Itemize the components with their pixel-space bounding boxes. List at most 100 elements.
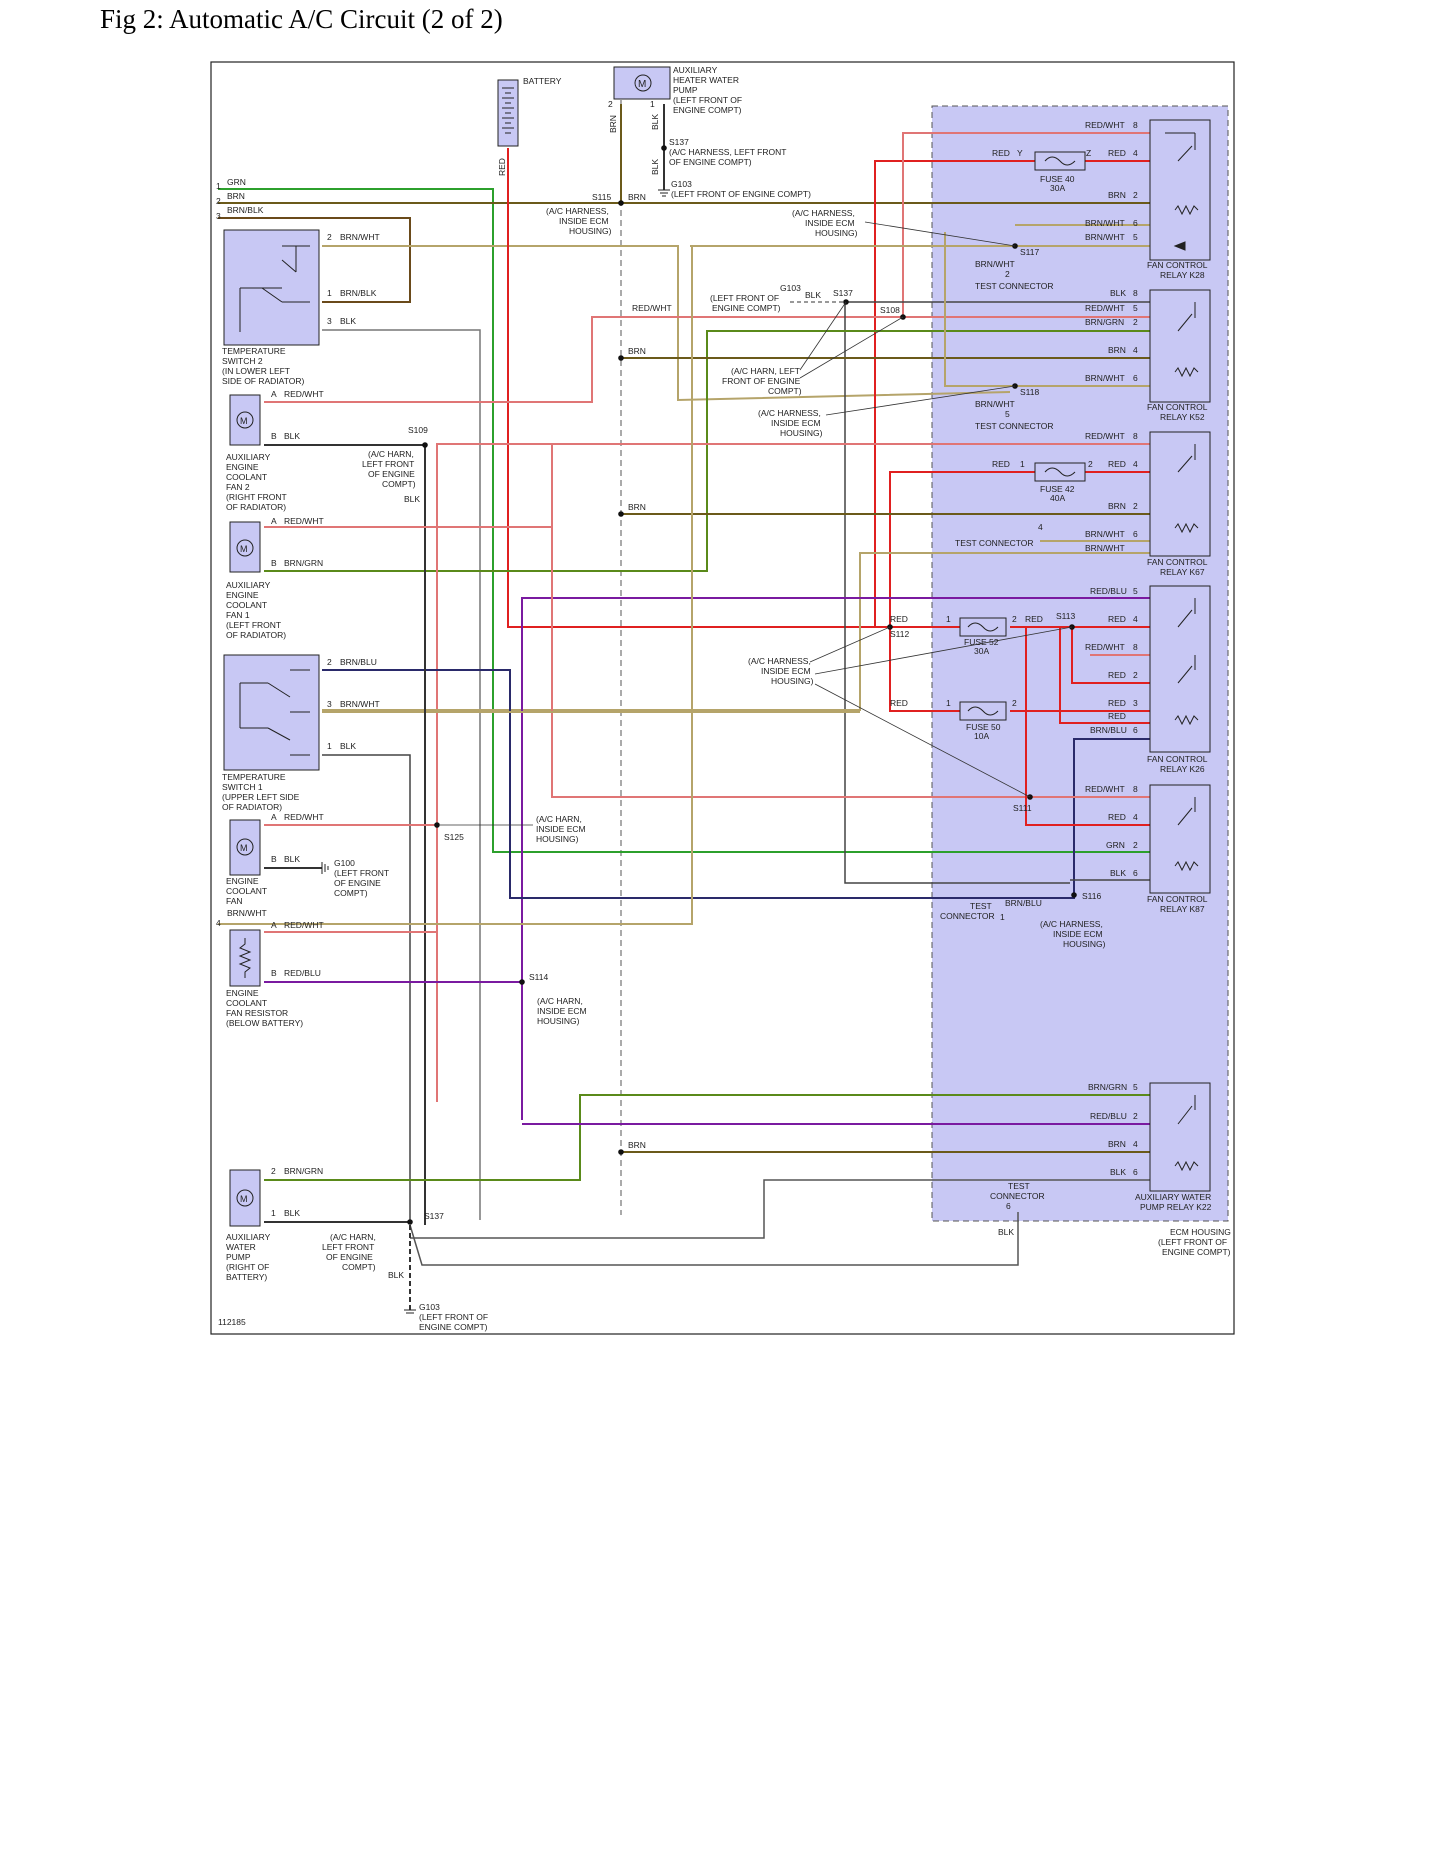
ts2-pin-1: 1 bbox=[327, 288, 332, 298]
fan1-label-2: COOLANT bbox=[226, 600, 267, 610]
tc2-label: TEST CONNECTOR bbox=[975, 281, 1054, 291]
splice-s116 bbox=[1071, 892, 1077, 898]
fan2-label-5: OF RADIATOR) bbox=[226, 502, 286, 512]
g103c-label-0: G103 bbox=[419, 1302, 440, 1312]
k26-row1-pin: 4 bbox=[1133, 614, 1138, 624]
wire-red-k26-2 bbox=[1071, 627, 1150, 684]
k28-label-1: RELAY K28 bbox=[1160, 270, 1205, 280]
aux-fan-2-motor-icon bbox=[236, 411, 254, 429]
battery-label: BATTERY bbox=[523, 76, 562, 86]
awp-wire-1: BLK bbox=[284, 1208, 300, 1218]
fuse-42-icon bbox=[1044, 467, 1076, 477]
k22-row0-wire: BRN/GRN bbox=[1088, 1082, 1127, 1092]
fan1-label-5: OF RADIATOR) bbox=[226, 630, 286, 640]
res-pin-b: B bbox=[271, 968, 277, 978]
k67-row3-pin: 6 bbox=[1133, 529, 1138, 539]
g103c-label-2: ENGINE COMPT) bbox=[419, 1322, 488, 1332]
tc1-label-0: TEST bbox=[970, 901, 992, 911]
ts1-pin-2: 2 bbox=[327, 657, 332, 667]
ts2-pin-3: 3 bbox=[327, 316, 332, 326]
fuse50-label-0: FUSE 50 bbox=[966, 722, 1001, 732]
k87-row3-wire: BLK bbox=[1110, 868, 1126, 878]
k87-row3-pin: 6 bbox=[1133, 868, 1138, 878]
housing-label-2: ENGINE COMPT) bbox=[1162, 1247, 1231, 1257]
resistor-icon bbox=[238, 938, 252, 978]
k87-label-0: FAN CONTROL bbox=[1147, 894, 1208, 904]
wire-brngrn-k52 bbox=[264, 330, 1150, 572]
ts1-label-3: OF RADIATOR) bbox=[222, 802, 282, 812]
ecf-label-0: ENGINE bbox=[226, 876, 259, 886]
awp-pin-1: 1 bbox=[271, 1208, 276, 1218]
harn-ecm2-0: (A/C HARNESS, bbox=[758, 408, 821, 418]
relay-k26-symbol-icon bbox=[1174, 598, 1199, 726]
aux-fan-1-box bbox=[229, 521, 261, 573]
leader-harn-lf2 bbox=[799, 316, 904, 379]
k26-row6-pin: 6 bbox=[1133, 725, 1138, 735]
awp-label-4: BATTERY) bbox=[226, 1272, 267, 1282]
engine-coolant-fan-motor-icon bbox=[236, 838, 254, 856]
res-wire-a: RED/WHT bbox=[284, 920, 324, 930]
fan1-label-4: (LEFT FRONT bbox=[226, 620, 281, 630]
splice-s125 bbox=[434, 822, 440, 828]
tc4-label: TEST CONNECTOR bbox=[955, 538, 1034, 548]
ts1-label-1: SWITCH 1 bbox=[222, 782, 263, 792]
aux-water-pump-box bbox=[229, 1169, 261, 1227]
leader-harn-ecm3b bbox=[814, 626, 1073, 675]
ecf-pin-b: B bbox=[271, 854, 277, 864]
fuse40-pinr: Z bbox=[1086, 148, 1091, 158]
ecf-label-1: COOLANT bbox=[226, 886, 267, 896]
k52-row4-wire: BRN/WHT bbox=[1085, 373, 1125, 383]
s114-cap-1: INSIDE ECM bbox=[537, 1006, 587, 1016]
harn-ecm3-0: (A/C HARNESS, bbox=[748, 656, 811, 666]
fuse42-label-1: 40A bbox=[1050, 493, 1065, 503]
fuse50-label-1: 10A bbox=[974, 731, 989, 741]
fan2-pin-b: B bbox=[271, 431, 277, 441]
fan2-label-3: FAN 2 bbox=[226, 482, 250, 492]
k52-row2-wire: BRN/GRN bbox=[1085, 317, 1124, 327]
fuse-52-icon bbox=[967, 622, 999, 632]
tc6-label-1: CONNECTOR bbox=[990, 1191, 1045, 1201]
fan2-label-4: (RIGHT FRONT bbox=[226, 492, 287, 502]
wire-brnblu-k26 bbox=[322, 669, 1150, 899]
s118-label: S118 bbox=[1020, 387, 1039, 397]
s115-cap-0: (A/C HARNESS, bbox=[546, 206, 609, 216]
fuse40-red: RED bbox=[992, 148, 1010, 158]
k87-row0-pin: 8 bbox=[1133, 784, 1138, 794]
ts1-label-2: (UPPER LEFT SIDE bbox=[222, 792, 300, 802]
fan1-pin-a: A bbox=[271, 516, 277, 526]
pump-label-0: AUXILIARY bbox=[673, 65, 718, 75]
k22-row2-pin: 4 bbox=[1133, 1139, 1138, 1149]
k52-row0-wire: BLK bbox=[1110, 288, 1126, 298]
s125-cap-0: (A/C HARN, bbox=[536, 814, 582, 824]
relay-k52-symbol-icon bbox=[1174, 302, 1199, 378]
left-wire-grn: GRN bbox=[227, 177, 246, 187]
s109-cap-0: (A/C HARN, bbox=[368, 449, 414, 459]
battery-red-label: RED bbox=[497, 158, 507, 176]
awp-label-0: AUXILIARY bbox=[226, 1232, 271, 1242]
k22-row1-wire: RED/BLU bbox=[1090, 1111, 1127, 1121]
tc6-wire: BLK bbox=[998, 1227, 1014, 1237]
g103b-blk: BLK bbox=[805, 290, 821, 300]
awp-label-3: (RIGHT OF bbox=[226, 1262, 269, 1272]
pump-label-1: HEATER WATER bbox=[673, 75, 739, 85]
fan2-wire-b: BLK bbox=[284, 431, 300, 441]
s137c-cap-1: LEFT FRONT bbox=[322, 1242, 374, 1252]
fuse52-right: RED bbox=[1025, 614, 1043, 624]
k28-row3-wire: BRN/WHT bbox=[1085, 218, 1125, 228]
fuse52-pinr: 2 bbox=[1012, 614, 1017, 624]
wire-redwht-k28 bbox=[902, 132, 1150, 317]
pump-brn-label: BRN bbox=[608, 115, 618, 133]
wire-brnwht-k67b bbox=[322, 552, 1150, 711]
wire-brnwht-k52 bbox=[944, 232, 1150, 387]
k22-row3-wire: BLK bbox=[1110, 1167, 1126, 1177]
res-label-2: FAN RESISTOR bbox=[226, 1008, 288, 1018]
fan2-label-0: AUXILIARY bbox=[226, 452, 271, 462]
fuse52-left: RED bbox=[890, 614, 908, 624]
s137-label-1: (A/C HARNESS, LEFT FRONT bbox=[669, 147, 786, 157]
aux-fan-1-motor-icon bbox=[236, 539, 254, 557]
k26-row6-wire: BRN/BLU bbox=[1090, 725, 1127, 735]
k87-row0-wire: RED/WHT bbox=[1085, 784, 1125, 794]
harn-ecm1-2: HOUSING) bbox=[815, 228, 858, 238]
battery-icon bbox=[497, 79, 519, 147]
